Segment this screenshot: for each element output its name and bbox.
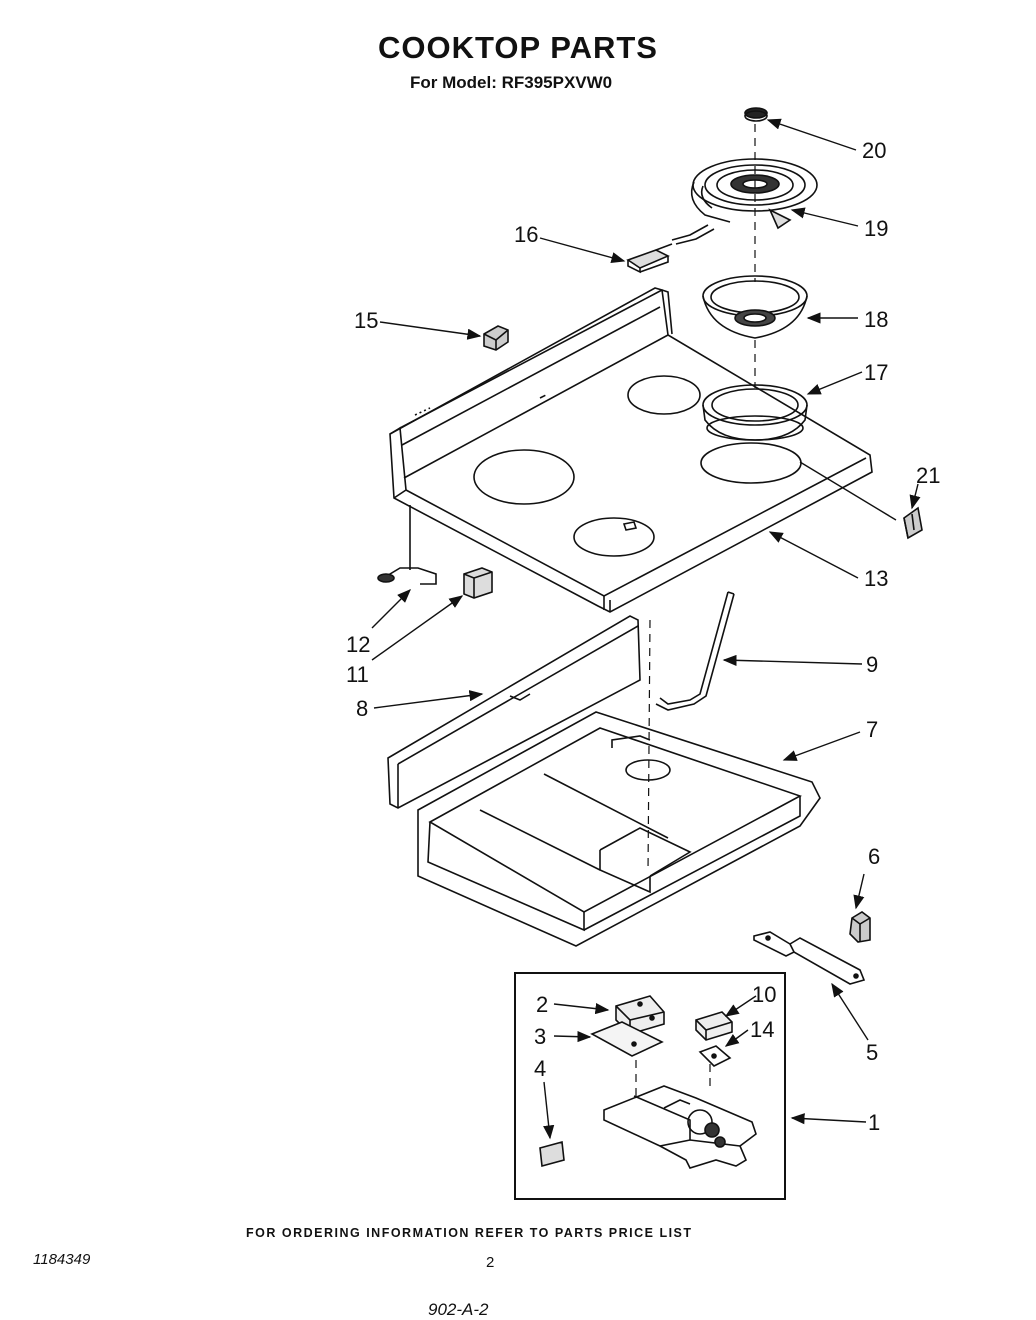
part-7-burner-box bbox=[418, 712, 820, 946]
centerlines bbox=[636, 124, 755, 1102]
callout-12: 12 bbox=[346, 632, 371, 657]
callout-5: 5 bbox=[866, 1040, 879, 1065]
callout-3: 3 bbox=[534, 1024, 547, 1049]
part-13-cooktop bbox=[390, 288, 872, 612]
part-15-clip bbox=[484, 326, 508, 350]
part-11-clip bbox=[464, 568, 492, 598]
part-9-rod bbox=[656, 592, 734, 710]
switch-assembly-frame bbox=[515, 973, 785, 1199]
part-3-insulator bbox=[592, 1022, 662, 1056]
callout-9: 9 bbox=[866, 652, 879, 677]
callout-20: 20 bbox=[862, 138, 887, 163]
callout-15: 15 bbox=[354, 308, 379, 333]
part-12-wire bbox=[378, 505, 436, 584]
part-1-switch-housing bbox=[604, 1086, 756, 1168]
callout-16: 16 bbox=[514, 222, 539, 247]
handwritten-note: 902-A-2 bbox=[428, 1300, 489, 1319]
callout-10: 10 bbox=[752, 982, 777, 1007]
part-19-surface-element bbox=[672, 159, 817, 244]
part-17-trim-ring bbox=[703, 385, 807, 440]
callout-14: 14 bbox=[750, 1017, 775, 1042]
callout-4: 4 bbox=[534, 1056, 547, 1081]
callout-7: 7 bbox=[866, 717, 879, 742]
page-title: COOKTOP PARTS bbox=[378, 30, 658, 65]
part-5-bracket bbox=[754, 932, 864, 984]
leader-arrows bbox=[372, 118, 921, 1140]
callout-11: 11 bbox=[346, 662, 369, 687]
part-10-switch bbox=[696, 1012, 732, 1040]
page-number: 2 bbox=[486, 1254, 495, 1271]
callout-18: 18 bbox=[864, 307, 889, 332]
callout-6: 6 bbox=[868, 844, 881, 869]
document-id: 1184349 bbox=[33, 1251, 91, 1268]
callout-19: 19 bbox=[864, 216, 889, 241]
part-4-clip bbox=[540, 1142, 564, 1166]
callout-1: 1 bbox=[868, 1110, 881, 1135]
callout-8: 8 bbox=[356, 696, 369, 721]
callout-13: 13 bbox=[864, 566, 889, 591]
part-6-clip bbox=[850, 912, 870, 942]
callout-2: 2 bbox=[536, 992, 549, 1017]
callout-17: 17 bbox=[864, 360, 889, 385]
part-18-drip-bowl bbox=[703, 276, 807, 338]
part-20-cap bbox=[745, 108, 767, 121]
callout-21: 21 bbox=[916, 463, 941, 488]
ordering-note: FOR ORDERING INFORMATION REFER TO PARTS … bbox=[246, 1226, 693, 1240]
part-8-panel bbox=[388, 616, 640, 808]
model-subtitle: For Model: RF395PXVW0 bbox=[410, 73, 613, 92]
part-16-receptacle bbox=[628, 244, 672, 272]
part-21-clip bbox=[904, 508, 922, 538]
part-14-insulator bbox=[700, 1046, 730, 1066]
